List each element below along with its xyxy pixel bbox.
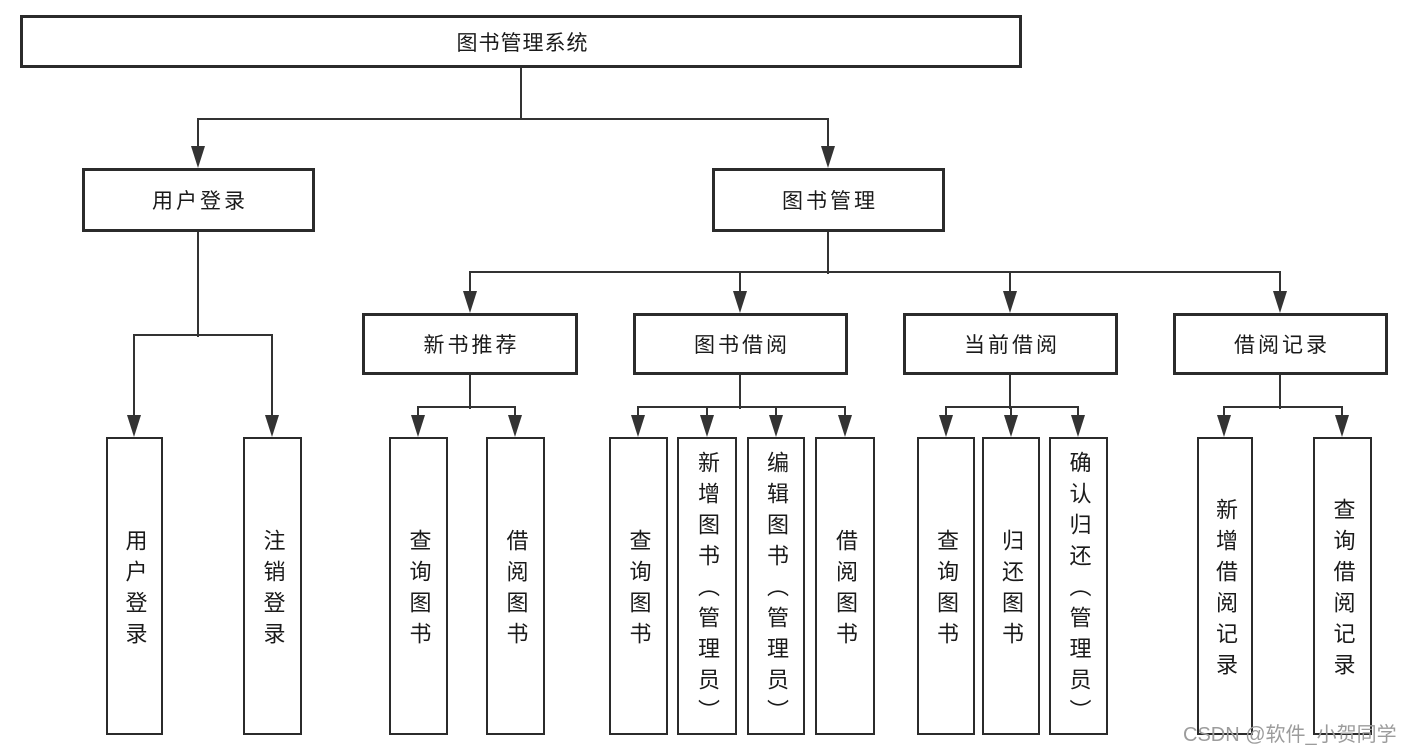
connector-line: [271, 335, 273, 425]
connector-line: [197, 119, 199, 156]
connector-line: [1279, 375, 1281, 409]
node-leaf-edit-book-admin-label: 编辑图书（管理员）: [764, 451, 789, 730]
connector-line: [739, 272, 741, 301]
node-leaf-logout-label: 注销登录: [260, 528, 286, 653]
connector-line: [469, 272, 471, 301]
node-leaf-edit-book-admin: 编辑图书（管理员）: [747, 437, 805, 735]
connector-line: [133, 334, 273, 336]
arrow-down-icon: [508, 415, 522, 437]
arrow-down-icon: [700, 415, 714, 437]
node-leaf-return-books-label: 归还图书: [999, 528, 1024, 653]
connector-line: [827, 232, 829, 274]
watermark: CSDN @软件_小贺同学: [1183, 724, 1397, 746]
connector-line: [739, 375, 741, 409]
arrow-down-icon: [769, 415, 783, 437]
arrow-down-icon: [631, 415, 645, 437]
connector-line: [133, 335, 135, 425]
node-leaf-add-book-admin: 新增图书（管理员）: [677, 437, 737, 735]
connector-line: [417, 406, 516, 408]
node-leaf-borrow-books-2: 借阅图书: [815, 437, 875, 735]
node-leaf-confirm-return-admin: 确认归还（管理员）: [1049, 437, 1108, 735]
node-current-borrowing: 当前借阅: [903, 313, 1118, 375]
connector-line: [637, 406, 846, 408]
node-book-management-branch-label: 图书管理: [782, 190, 878, 213]
node-leaf-query-borrow-record: 查询借阅记录: [1313, 437, 1372, 735]
arrow-down-icon: [127, 415, 141, 437]
node-leaf-add-book-admin-label: 新增图书（管理员）: [695, 451, 720, 730]
arrow-down-icon: [1071, 415, 1085, 437]
node-root-label: 图书管理系统: [456, 31, 589, 55]
node-leaf-user-login: 用户登录: [106, 437, 163, 735]
connector-line: [469, 375, 471, 409]
arrow-down-icon: [838, 415, 852, 437]
connector-line: [469, 271, 1281, 273]
node-root: 图书管理系统: [20, 15, 1022, 68]
node-book-borrowing: 图书借阅: [633, 313, 848, 375]
node-new-book-recommendation-label: 新书推荐: [423, 334, 520, 357]
node-leaf-confirm-return-admin-label: 确认归还（管理员）: [1066, 451, 1092, 730]
node-borrowing-records: 借阅记录: [1173, 313, 1388, 375]
node-leaf-query-books-2: 查询图书: [609, 437, 668, 735]
node-leaf-return-books: 归还图书: [982, 437, 1040, 735]
node-current-borrowing-label: 当前借阅: [964, 334, 1060, 357]
node-leaf-add-borrow-record: 新增借阅记录: [1197, 437, 1253, 735]
node-user-login-branch-label: 用户登录: [152, 190, 248, 213]
arrow-down-icon: [733, 291, 747, 313]
arrow-down-icon: [191, 146, 205, 168]
arrow-down-icon: [1217, 415, 1231, 437]
node-borrowing-records-label: 借阅记录: [1234, 334, 1330, 357]
node-leaf-query-books-1: 查询图书: [389, 437, 448, 735]
node-leaf-query-books-1-label: 查询图书: [406, 528, 432, 653]
node-leaf-logout: 注销登录: [243, 437, 302, 735]
node-leaf-borrow-books-1: 借阅图书: [486, 437, 545, 735]
connector-line: [520, 68, 522, 120]
node-leaf-borrow-books-1-label: 借阅图书: [503, 528, 529, 653]
connector-line: [1279, 272, 1281, 301]
node-book-management-branch: 图书管理: [712, 168, 945, 232]
node-leaf-query-books-3: 查询图书: [917, 437, 975, 735]
node-user-login-branch: 用户登录: [82, 168, 315, 232]
arrow-down-icon: [1004, 415, 1018, 437]
node-leaf-query-books-3-label: 查询图书: [934, 528, 959, 653]
connector-line: [1009, 272, 1011, 301]
connector-line: [945, 406, 1079, 408]
arrow-down-icon: [1273, 291, 1287, 313]
node-leaf-borrow-books-2-label: 借阅图书: [833, 528, 858, 653]
node-book-borrowing-label: 图书借阅: [694, 334, 790, 357]
node-leaf-user-login-label: 用户登录: [122, 528, 148, 653]
node-new-book-recommendation: 新书推荐: [362, 313, 578, 375]
connector-line: [1223, 406, 1343, 408]
arrow-down-icon: [1335, 415, 1349, 437]
connector-line: [197, 118, 829, 120]
connector-line: [827, 119, 829, 156]
node-leaf-add-borrow-record-label: 新增借阅记录: [1213, 497, 1238, 684]
node-leaf-query-books-2-label: 查询图书: [626, 528, 652, 653]
arrow-down-icon: [821, 146, 835, 168]
connector-line: [197, 232, 199, 337]
arrow-down-icon: [411, 415, 425, 437]
arrow-down-icon: [939, 415, 953, 437]
node-leaf-query-borrow-record-label: 查询借阅记录: [1330, 497, 1356, 684]
arrow-down-icon: [1003, 291, 1017, 313]
arrow-down-icon: [265, 415, 279, 437]
connector-line: [1009, 375, 1011, 409]
arrow-down-icon: [463, 291, 477, 313]
